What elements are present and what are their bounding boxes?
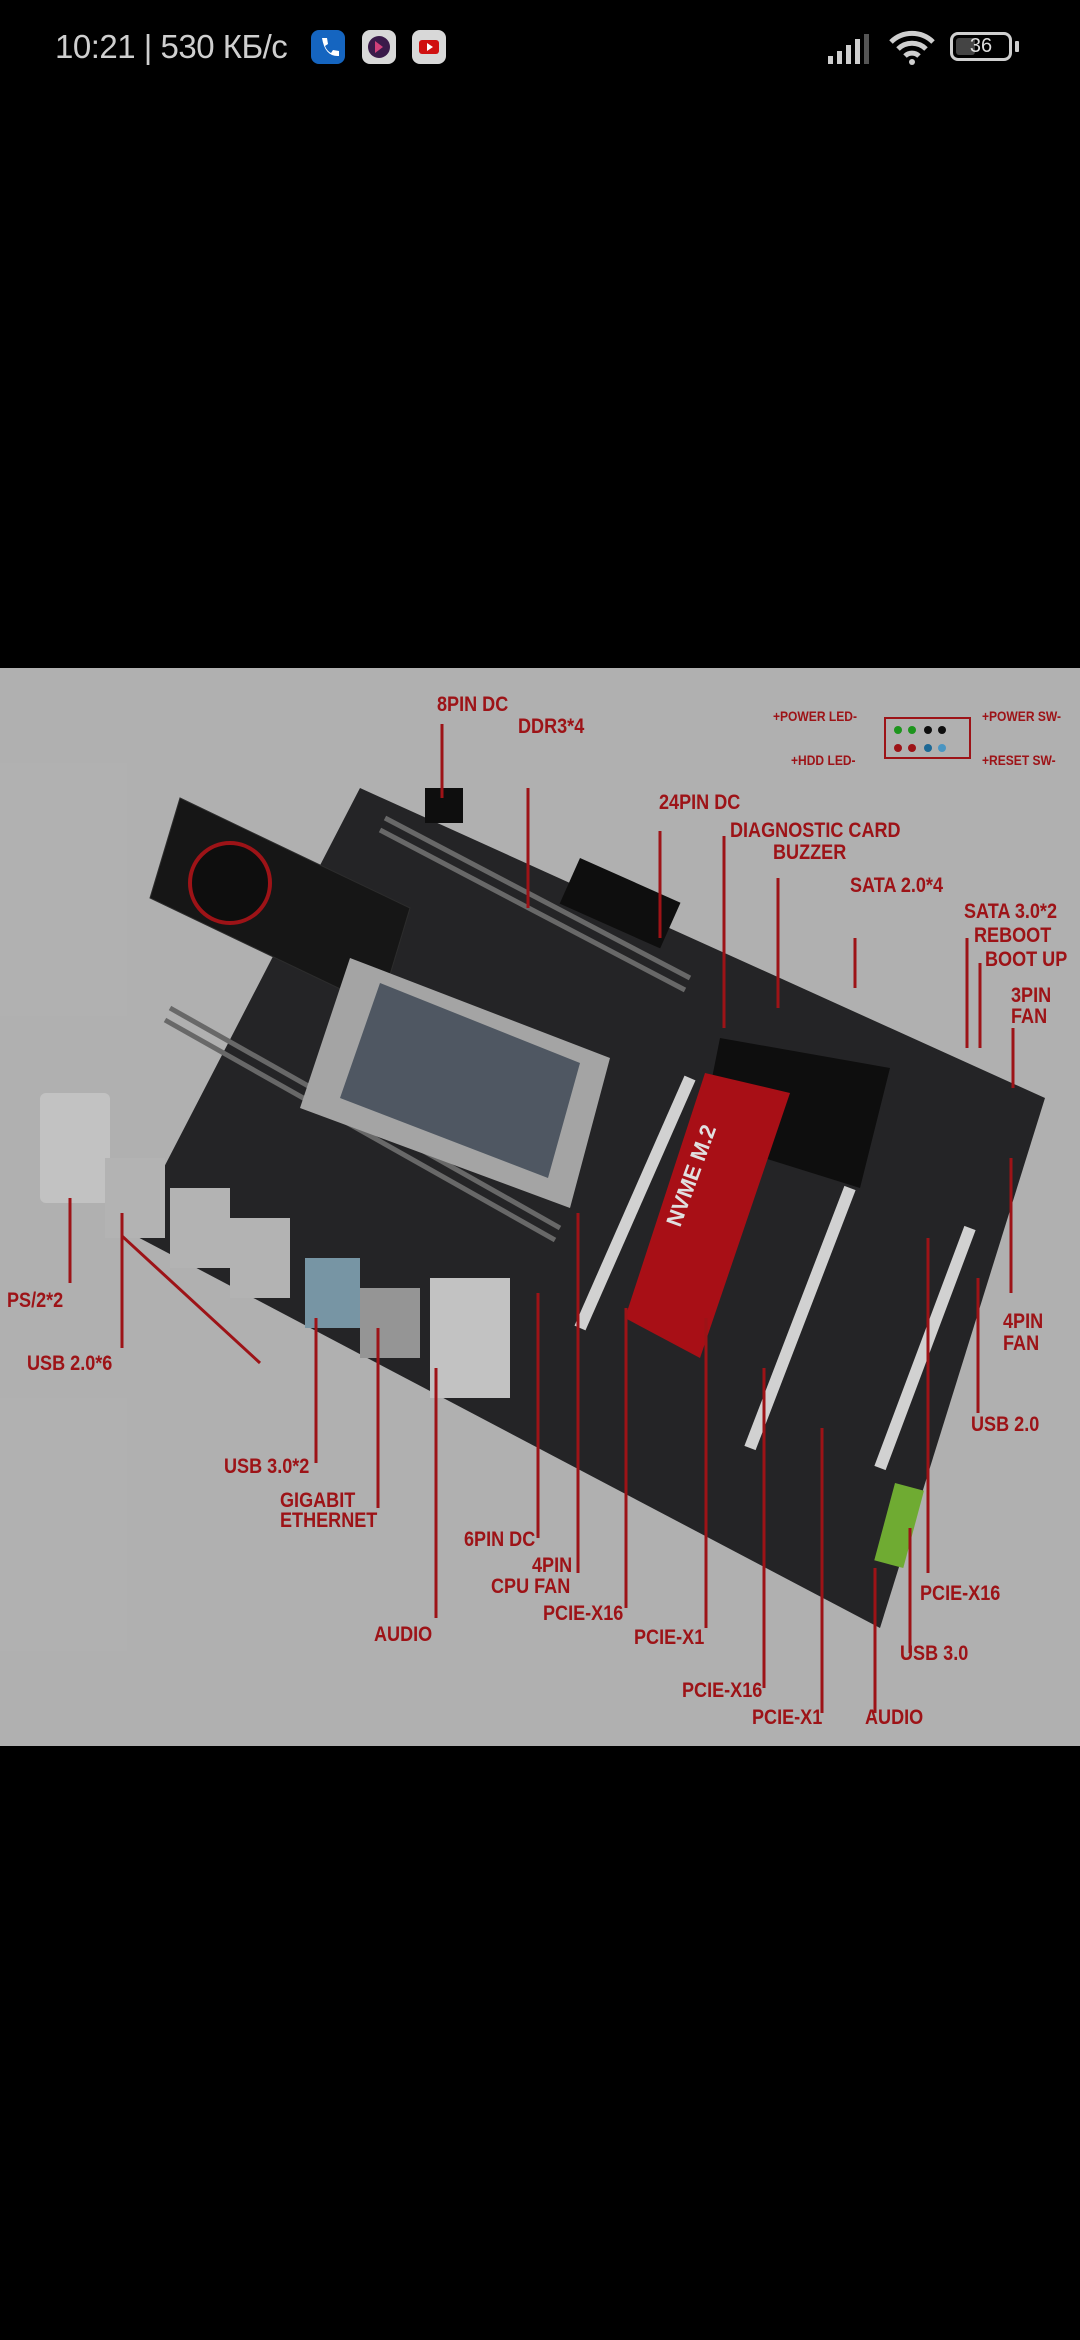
label-usb30: USB 3.0 — [900, 1642, 969, 1665]
label-24pin-dc: 24PIN DC — [659, 791, 741, 814]
label-pcie-x1-a: PCIE-X1 — [634, 1626, 705, 1649]
label-cpu-fan-2: CPU FAN — [491, 1575, 571, 1598]
label-pcie-x16-c: PCIE-X16 — [682, 1679, 763, 1702]
leader-lines — [68, 724, 1015, 1713]
status-time-speed: 10:21 | 530 КБ/с — [55, 28, 288, 65]
label-boot-up: BOOT UP — [985, 948, 1068, 971]
status-bar: 10:21 | 530 КБ/с 36 — [0, 0, 1080, 100]
label-pcie-x1-b: PCIE-X1 — [752, 1706, 823, 1729]
label-usb20: USB 2.0 — [971, 1413, 1040, 1436]
messenger-icon — [362, 30, 396, 64]
label-8pin-dc: 8PIN DC — [437, 693, 509, 716]
label-sata2: SATA 2.0*4 — [850, 874, 944, 897]
motherboard-image: NVME M.2 8PIN DC DDR3*4 +POWER LED- — [0, 668, 1080, 1746]
label-pcie-x16-b: PCIE-X16 — [920, 1582, 1001, 1605]
pcie-slots — [574, 1075, 976, 1471]
network-speed: 530 КБ/с — [160, 28, 288, 65]
label-power-led: +POWER LED- — [773, 708, 857, 724]
label-usb30x2: USB 3.0*2 — [224, 1455, 310, 1478]
battery-level: 36 — [969, 35, 993, 57]
label-pcie-x16-a: PCIE-X16 — [543, 1602, 624, 1625]
motherboard-illustration: NVME M.2 — [40, 717, 1045, 1713]
label-audio-a: AUDIO — [374, 1623, 433, 1646]
label-4pin-fan-2: FAN — [1003, 1332, 1040, 1355]
label-ddr3: DDR3*4 — [518, 715, 585, 738]
signal-icon — [828, 34, 869, 64]
atx-24pin-connector — [559, 858, 681, 949]
nvme-slot — [625, 1073, 790, 1358]
cpu-8pin-connector — [425, 788, 463, 823]
label-audio-b: AUDIO — [865, 1706, 924, 1729]
label-3pin-fan-1: 3PIN — [1011, 984, 1052, 1007]
label-cpu-fan-1: 4PIN — [532, 1554, 573, 1577]
ram-slots — [163, 815, 692, 1243]
label-diagnostic-card: DIAGNOSTIC CARD — [730, 819, 901, 842]
label-power-sw: +POWER SW- — [982, 708, 1062, 724]
io-ports — [40, 1093, 510, 1398]
youtube-icon — [412, 30, 446, 64]
label-reset-sw: +RESET SW- — [982, 752, 1056, 768]
heatsink-fan — [188, 841, 272, 925]
phone-icon — [311, 30, 345, 64]
usb3-header — [874, 1483, 924, 1569]
label-buzzer: BUZZER — [773, 841, 847, 864]
label-sata3: SATA 3.0*2 — [964, 900, 1058, 923]
clock: 10:21 — [55, 28, 136, 65]
wifi-icon — [889, 30, 935, 65]
front-panel-pins — [894, 726, 946, 752]
label-3pin-fan-2: FAN — [1011, 1005, 1048, 1028]
label-ps2: PS/2*2 — [7, 1289, 64, 1312]
label-hdd-led: +HDD LED- — [791, 752, 856, 768]
battery-icon: 36 — [950, 32, 1012, 61]
label-6pin-dc: 6PIN DC — [464, 1528, 536, 1551]
label-4pin-fan-1: 4PIN — [1003, 1310, 1044, 1333]
label-reboot: REBOOT — [974, 924, 1052, 947]
label-usb20x6: USB 2.0*6 — [27, 1352, 113, 1375]
label-gigabit-1: GIGABIT — [280, 1489, 356, 1512]
label-gigabit-2: ETHERNET — [280, 1509, 378, 1532]
